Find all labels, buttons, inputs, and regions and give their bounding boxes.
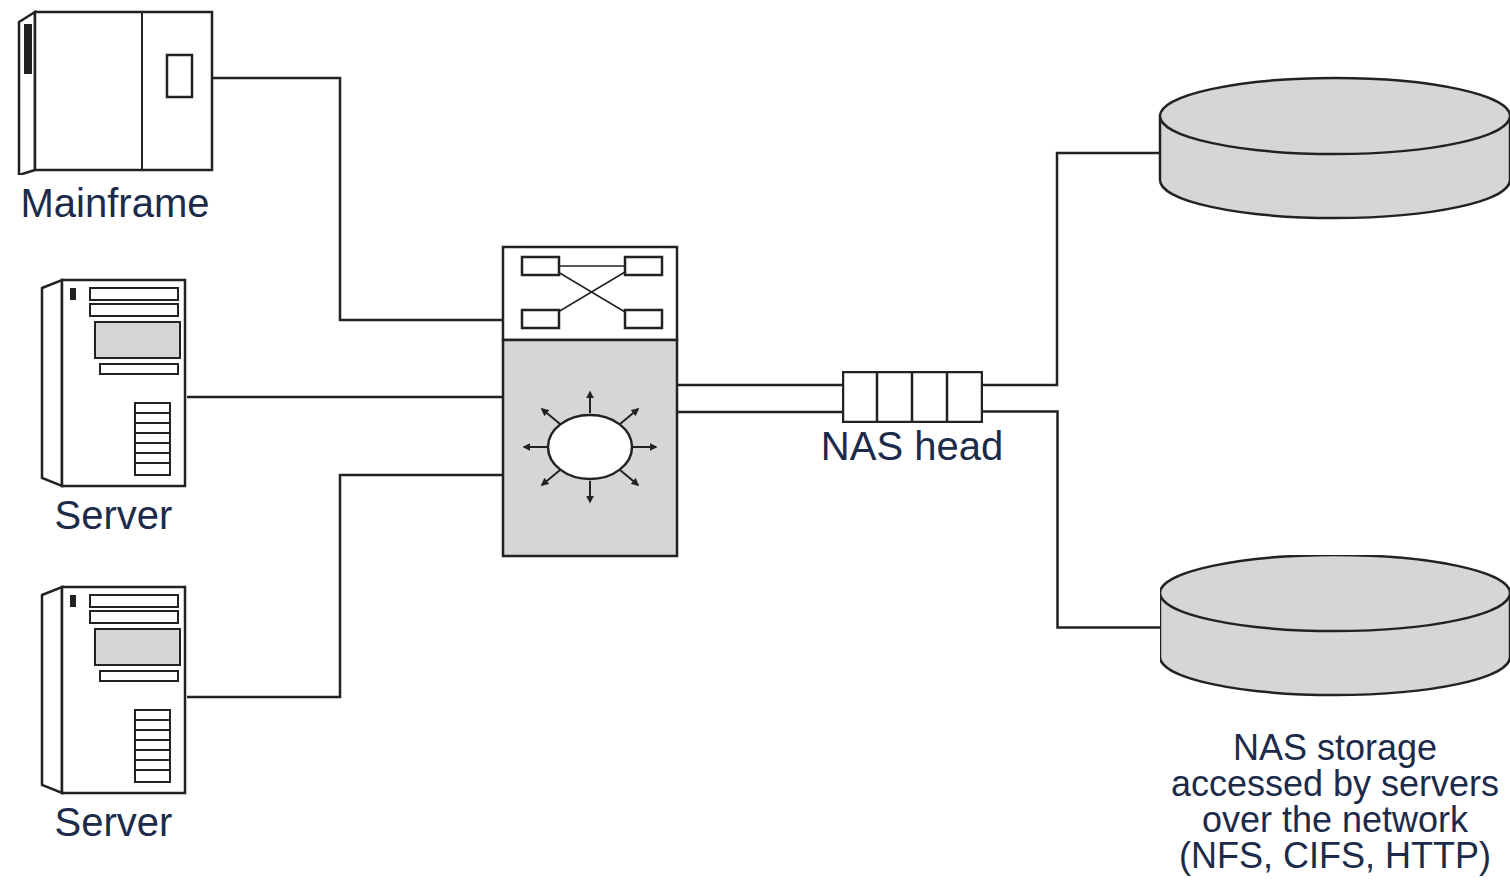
server-icon bbox=[62, 280, 185, 486]
server-node: Server bbox=[0, 278, 227, 535]
network-switch bbox=[503, 247, 677, 556]
nashead-icon bbox=[843, 372, 982, 422]
mainframe-icon bbox=[19, 12, 35, 175]
connector bbox=[983, 412, 1161, 628]
network-wire bbox=[677, 411, 843, 414]
server-icon bbox=[135, 710, 170, 782]
disk-icon bbox=[1160, 555, 1510, 631]
network-switch bbox=[542, 409, 560, 424]
nashead-icon bbox=[877, 372, 947, 422]
network-switch bbox=[589, 392, 591, 413]
network-wire bbox=[187, 475, 503, 697]
node-label: Mainframe bbox=[21, 183, 210, 223]
nas-head-node: NAS head bbox=[812, 371, 1012, 466]
node-label: Server bbox=[55, 802, 173, 842]
network-switch bbox=[620, 409, 638, 424]
server-icon bbox=[70, 288, 76, 300]
nashead-icon bbox=[842, 371, 983, 423]
mainframe-icon bbox=[167, 55, 192, 97]
network-switch bbox=[558, 272, 625, 312]
network-switch bbox=[558, 272, 625, 312]
network-switch bbox=[548, 415, 632, 479]
server-icon bbox=[100, 671, 178, 681]
network-switch bbox=[625, 310, 662, 328]
network-switch bbox=[620, 470, 638, 485]
network-switch bbox=[542, 470, 560, 485]
storage-node: NAS storage accessed by servers over the… bbox=[1160, 555, 1510, 874]
server-icon bbox=[42, 587, 62, 793]
server-icon bbox=[40, 585, 187, 795]
network-switch bbox=[633, 446, 656, 448]
server-icon bbox=[135, 403, 170, 475]
server-icon bbox=[42, 280, 62, 486]
mainframe-node: Mainframe bbox=[0, 10, 230, 223]
server-icon bbox=[40, 278, 187, 488]
network-switch bbox=[503, 340, 677, 556]
network-wire bbox=[212, 78, 503, 320]
server-icon bbox=[100, 364, 178, 374]
mainframe-icon bbox=[141, 12, 143, 170]
network-switch bbox=[524, 446, 547, 448]
server-icon bbox=[90, 288, 178, 300]
disk-icon bbox=[1160, 555, 1510, 700]
server-icon bbox=[95, 629, 180, 665]
node-label: NAS head bbox=[821, 426, 1003, 466]
network-switch bbox=[522, 257, 559, 275]
mainframe-icon bbox=[17, 10, 214, 175]
node-label: Server bbox=[55, 495, 173, 535]
server-icon bbox=[90, 611, 178, 623]
disk-cylinder bbox=[1160, 78, 1510, 154]
server-icon bbox=[62, 587, 185, 793]
network-switch bbox=[524, 392, 656, 502]
server-icon bbox=[95, 322, 180, 358]
network-switch bbox=[589, 481, 591, 502]
network-wire bbox=[187, 78, 1160, 697]
network-wire bbox=[187, 396, 503, 399]
network-switch bbox=[625, 257, 662, 275]
server-icon bbox=[135, 720, 170, 770]
network-switch bbox=[503, 247, 677, 340]
mainframe-icon bbox=[35, 12, 212, 170]
server-icon bbox=[135, 413, 170, 463]
mainframe-icon bbox=[24, 24, 32, 74]
server-icon bbox=[70, 595, 76, 607]
server-icon bbox=[90, 304, 178, 316]
server-icon bbox=[90, 595, 178, 607]
network-wire bbox=[677, 384, 843, 387]
network-wire bbox=[982, 153, 1160, 385]
storage-caption: NAS storage accessed by servers over the… bbox=[1170, 730, 1500, 874]
network-switch bbox=[558, 265, 625, 267]
network-switch bbox=[522, 310, 559, 328]
disk-cylinder bbox=[1160, 78, 1510, 218]
server-node: Server bbox=[0, 585, 227, 842]
